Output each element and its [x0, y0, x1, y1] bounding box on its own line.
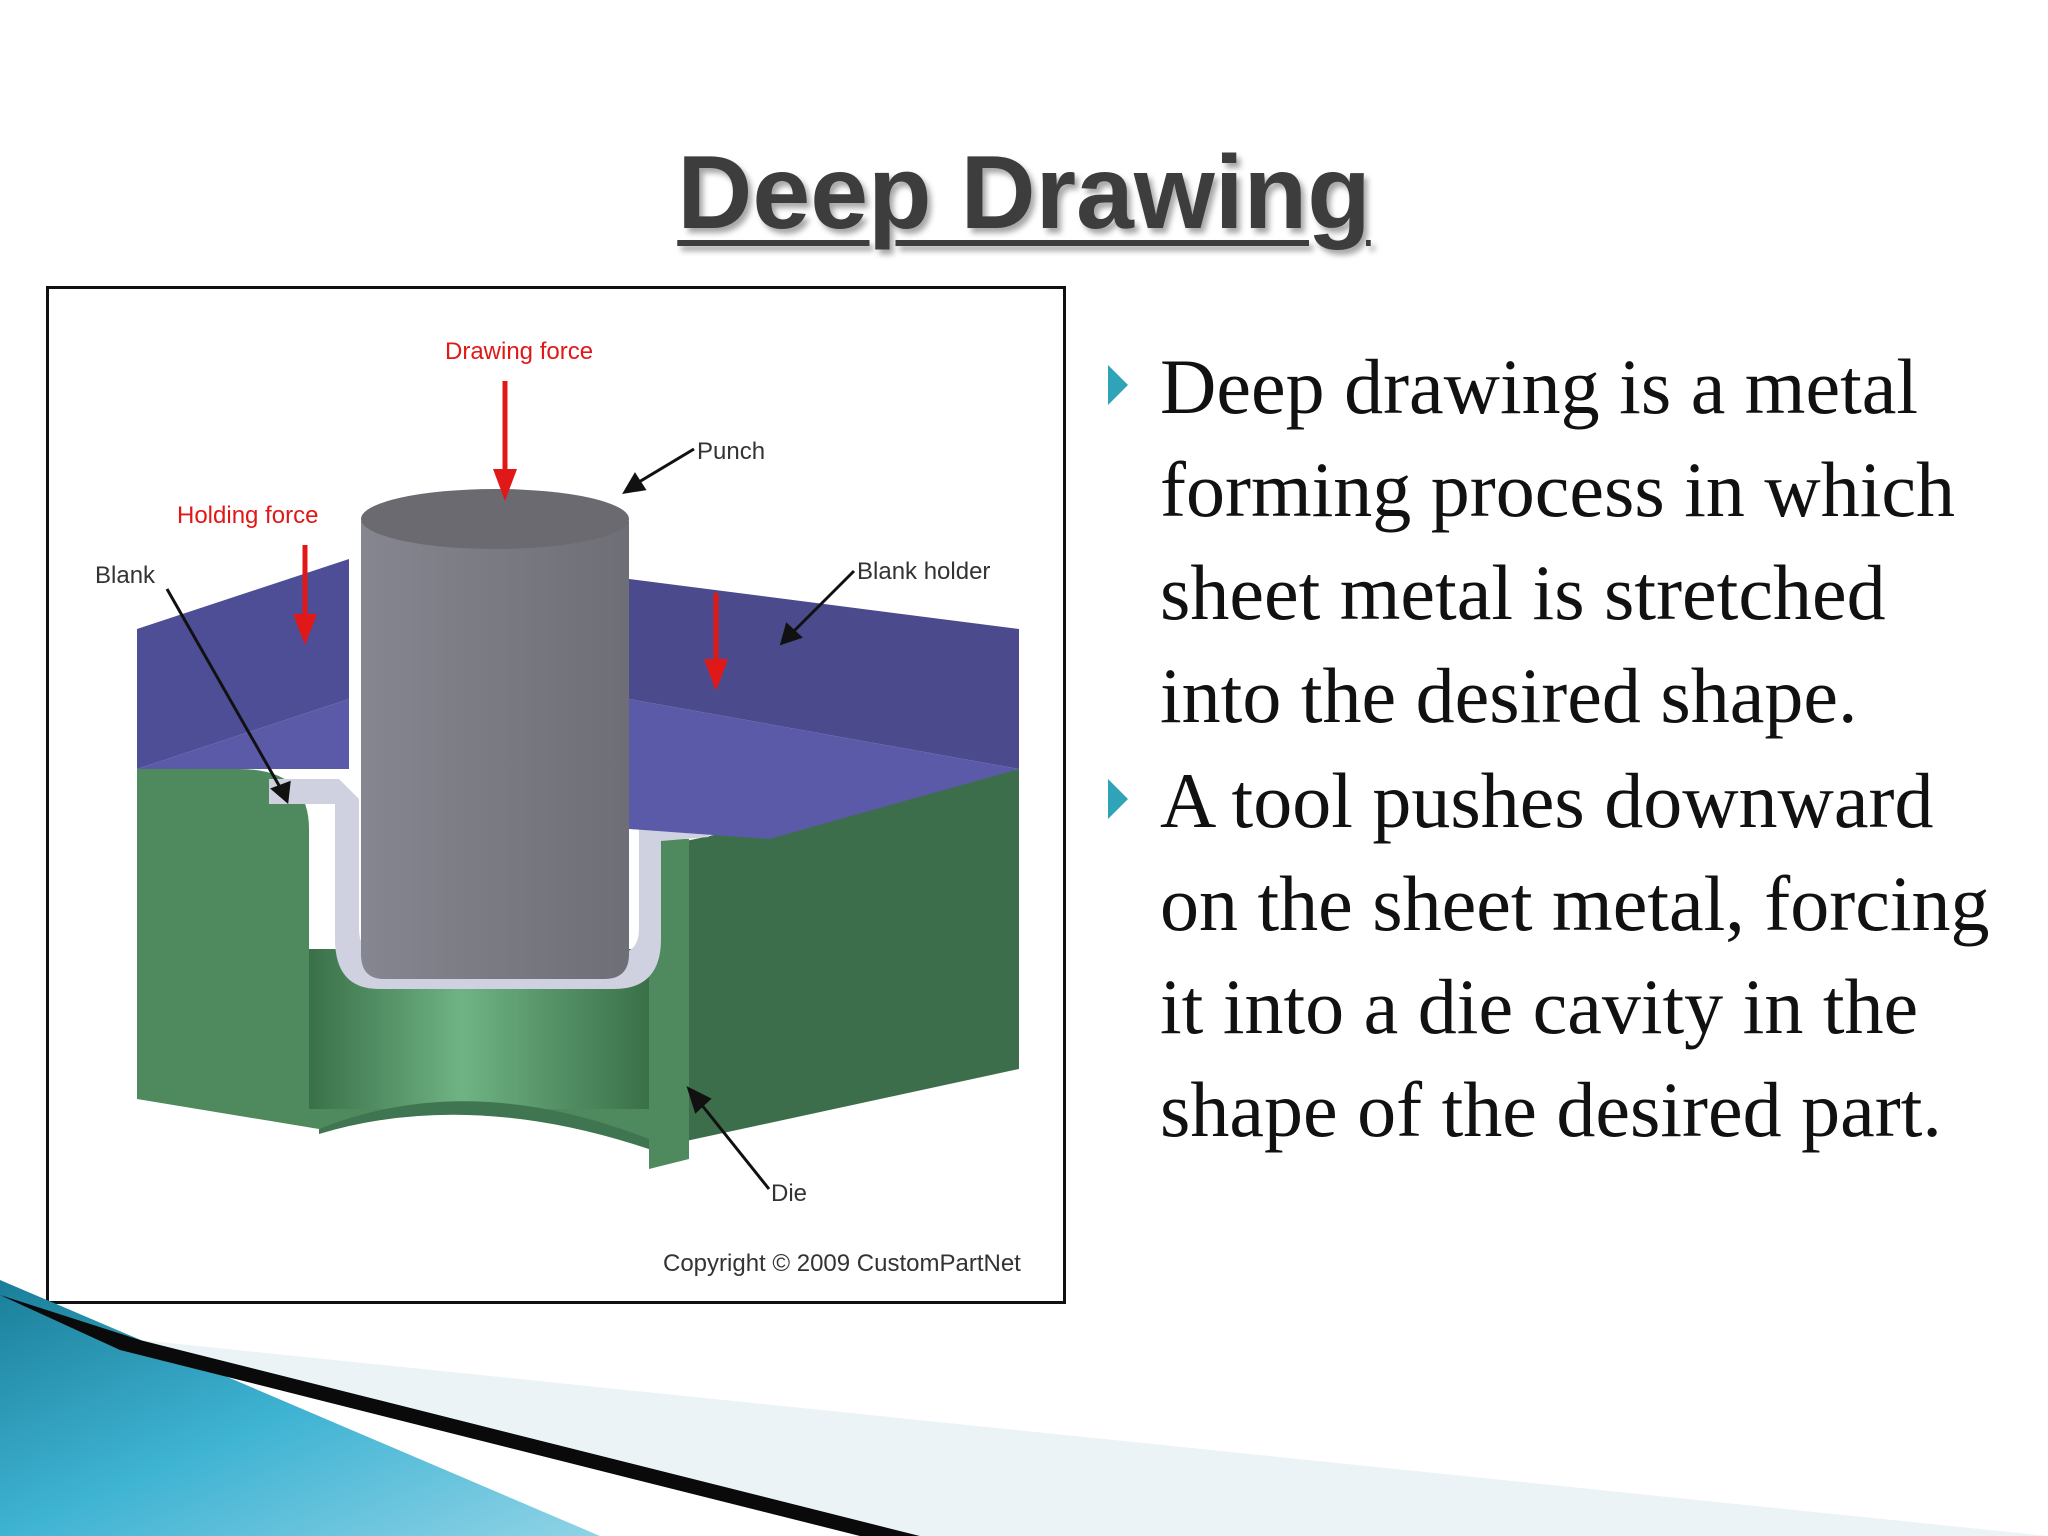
bullet-item: A tool pushes downward on the sheet meta… [1100, 749, 2020, 1161]
blank-holder-leader [779, 569, 856, 646]
holding-force-label: Holding force [177, 502, 318, 529]
punch-leader [622, 447, 695, 494]
drawing-force-arrow [493, 381, 517, 501]
blank-sheet [269, 779, 709, 989]
drawing-force-label: Drawing force [445, 338, 593, 365]
deep-drawing-figure: Drawing force Punch Holding force Blank … [46, 286, 1066, 1304]
blank-holder-label: Blank holder [857, 558, 990, 585]
copyright-text: Copyright © 2009 CustomPartNet [663, 1250, 1021, 1277]
bullet-text: Deep drawing is a metal forming process … [1160, 343, 1956, 739]
deep-drawing-diagram: Drawing force Punch Holding force Blank … [95, 338, 1021, 1277]
blank-label: Blank [95, 562, 156, 589]
holding-force-arrow-right [704, 593, 728, 691]
slide-title: Deep Drawing [677, 135, 1371, 251]
bottom-swoosh-decoration [0, 1280, 2048, 1536]
punch-label: Punch [697, 438, 765, 465]
triangle-bullet-icon [1108, 365, 1128, 405]
die-leader [686, 1086, 771, 1190]
bullet-item: Deep drawing is a metal forming process … [1100, 335, 2020, 747]
bullet-text: A tool pushes downward on the sheet meta… [1160, 757, 1990, 1153]
die-label: Die [771, 1180, 807, 1207]
blank-leader [165, 588, 291, 804]
blank-holder-shape [137, 559, 1019, 839]
punch-shape [361, 489, 629, 979]
bullet-list: Deep drawing is a metal forming process … [1100, 335, 2020, 1163]
triangle-bullet-icon [1108, 779, 1128, 819]
holding-force-arrow-left [293, 545, 317, 645]
